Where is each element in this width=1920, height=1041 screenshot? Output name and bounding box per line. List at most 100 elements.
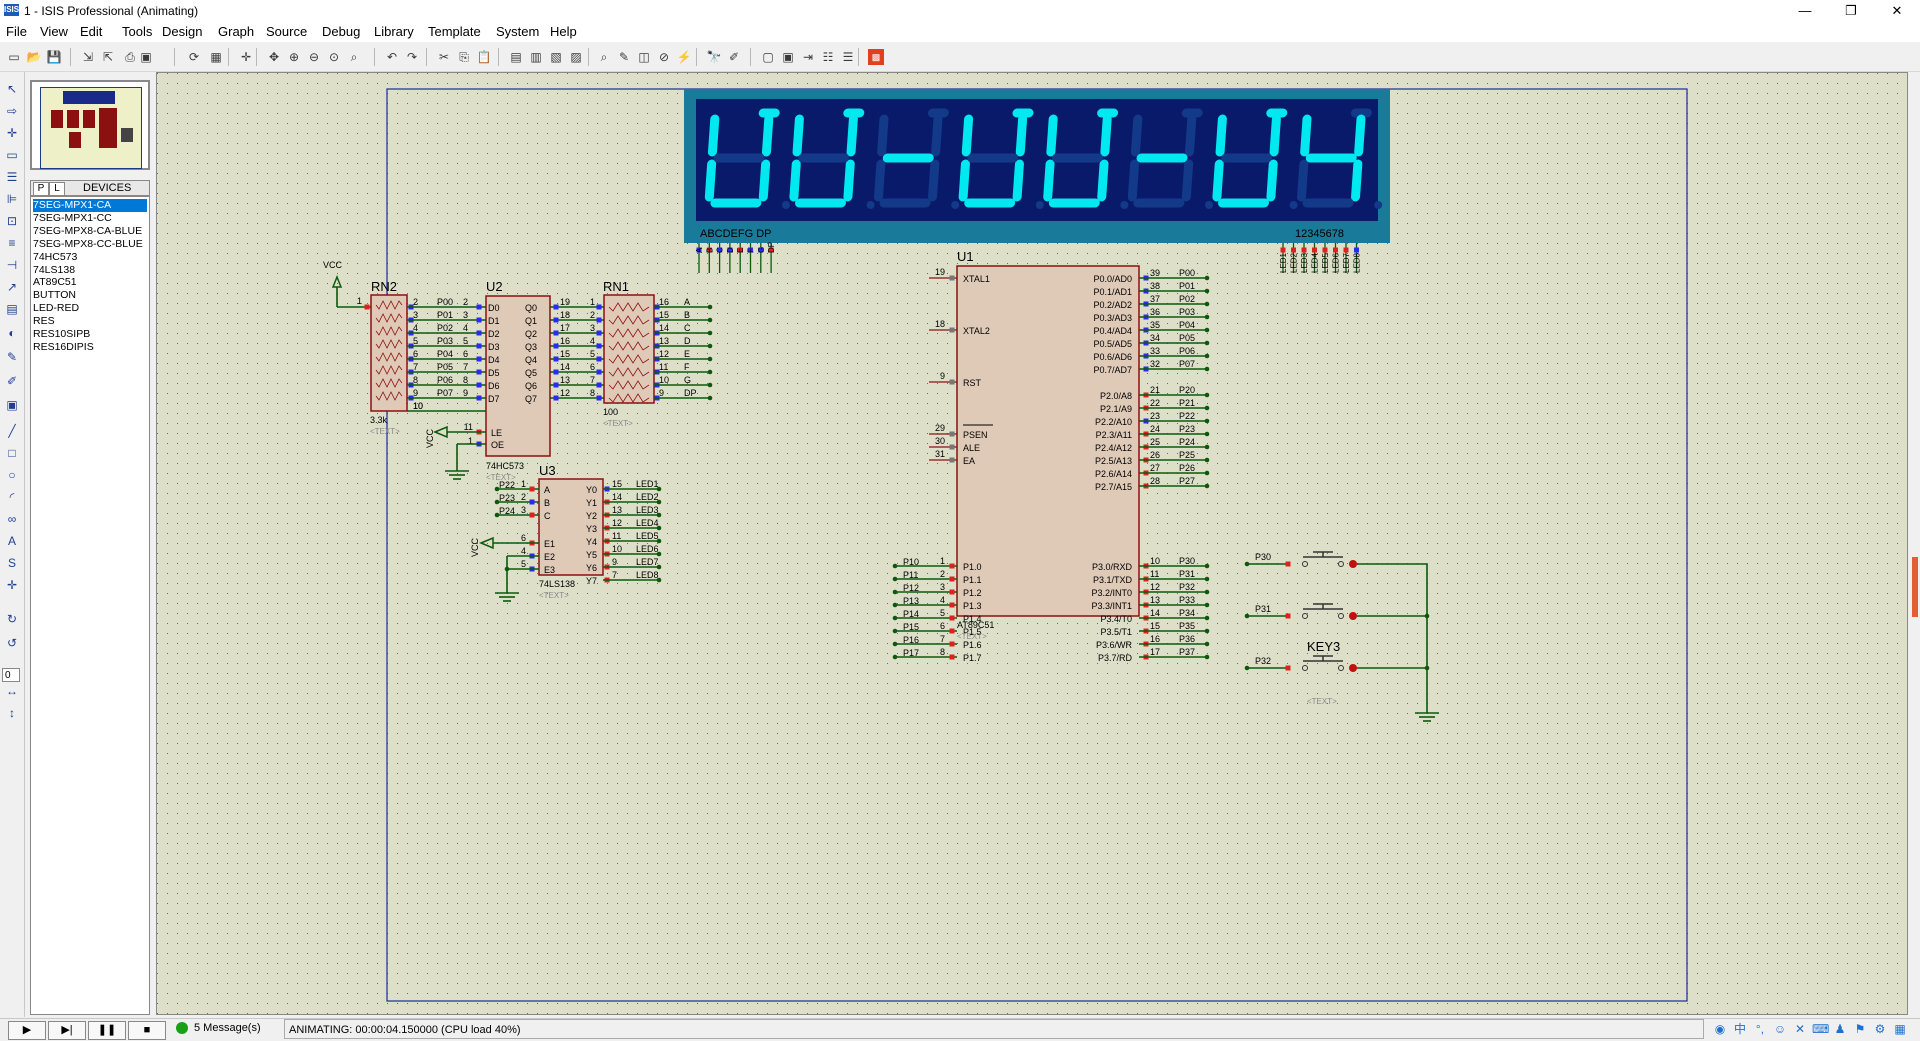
generator-icon[interactable]: ◐	[8, 326, 16, 340]
message-count[interactable]: 5 Message(s)	[176, 1022, 261, 1035]
subcircuit-icon[interactable]: ⊡	[6, 214, 18, 228]
menu-tools[interactable]: Tools	[122, 24, 153, 39]
terminal-icon[interactable]: ≡	[8, 236, 16, 250]
pan-icon[interactable]: ✥	[268, 50, 280, 64]
path-icon[interactable]: ∞	[7, 512, 17, 526]
new-file-icon[interactable]: ▭	[8, 50, 20, 64]
mirror-x-icon[interactable]: ↔	[6, 684, 18, 698]
print-icon[interactable]: ⎙	[125, 50, 135, 64]
cut-icon[interactable]: ✂	[438, 50, 450, 64]
tray-tools-icon[interactable]: ✕	[1794, 1022, 1806, 1036]
block-delete-icon[interactable]: ▨	[570, 50, 582, 64]
menu-view[interactable]: View	[40, 24, 68, 39]
wire-label-icon[interactable]: ▭	[6, 148, 18, 162]
box-icon[interactable]: □	[8, 446, 16, 460]
stop-button[interactable]: ■	[128, 1021, 166, 1040]
device-item[interactable]: RES10SIPB	[33, 328, 91, 340]
device-item[interactable]: LED-RED	[33, 302, 80, 315]
menu-edit[interactable]: Edit	[80, 24, 103, 39]
device-item[interactable]: 7SEG-MPX8-CA-BLUE	[33, 224, 143, 237]
device-item[interactable]: AT89C51	[33, 276, 77, 289]
zoom-all-icon[interactable]: ⊙	[328, 50, 340, 64]
marker-icon[interactable]: ✛	[6, 578, 18, 592]
save-icon[interactable]: 💾	[46, 50, 62, 64]
tray-grid-icon[interactable]: ▦	[1894, 1022, 1906, 1036]
area-icon[interactable]: ▣	[140, 50, 152, 64]
junction-mode-icon[interactable]: ✛	[6, 126, 18, 140]
device-pin-icon[interactable]: ⊣	[6, 258, 18, 272]
package-icon[interactable]: ◫	[638, 50, 650, 64]
menu-source[interactable]: Source	[266, 24, 308, 39]
paste-icon[interactable]: 📋	[476, 50, 492, 64]
voltage-probe-icon[interactable]: ✎	[6, 350, 18, 364]
import-icon[interactable]: ⇲	[82, 50, 94, 64]
undo-icon[interactable]: ↶	[386, 50, 398, 64]
device-item[interactable]: 7SEG-MPX8-CC-BLUE	[33, 237, 143, 250]
menu-design[interactable]: Design	[162, 24, 203, 39]
menu-template[interactable]: Template	[428, 24, 481, 39]
remove-sheet-icon[interactable]: ▣	[782, 50, 794, 64]
device-item[interactable]: RES16DIPIS	[33, 340, 94, 353]
restore-button[interactable]: ❐	[1845, 3, 1857, 18]
tray-emoji-icon[interactable]: ☺	[1773, 1022, 1787, 1036]
ares-icon[interactable]: ▩	[868, 49, 884, 65]
bus-mode-icon[interactable]: ⊫	[6, 192, 18, 206]
current-probe-icon[interactable]: ✐	[6, 374, 18, 388]
search-icon[interactable]: 🔭	[706, 50, 722, 64]
text-icon[interactable]: A	[7, 534, 16, 548]
origin-icon[interactable]: ✛	[240, 50, 252, 64]
redo-icon[interactable]: ↷	[406, 50, 418, 64]
vertical-scrollbar[interactable]	[1910, 72, 1920, 1015]
copy-icon[interactable]: ⎘	[459, 50, 469, 64]
minimize-button[interactable]: —	[1798, 3, 1812, 18]
overview-window[interactable]	[30, 80, 150, 170]
selection-mode-icon[interactable]: ↖	[6, 82, 18, 96]
symbol-icon[interactable]: S	[7, 556, 16, 570]
block-rotate-icon[interactable]: ▧	[550, 50, 562, 64]
property-tool-icon[interactable]: ✐	[728, 50, 740, 64]
make-device-icon[interactable]: ✎	[618, 50, 630, 64]
rn2-body[interactable]	[370, 294, 408, 412]
netlist-icon[interactable]: ☰	[842, 50, 854, 64]
pick-device-icon[interactable]: ⌕	[600, 50, 608, 64]
tray-punct-icon[interactable]: °,	[1755, 1022, 1765, 1036]
menu-file[interactable]: File	[6, 24, 27, 39]
menu-help[interactable]: Help	[550, 24, 577, 39]
device-item[interactable]: 74LS138	[33, 263, 76, 276]
tray-shirt-icon[interactable]: ⚑	[1854, 1022, 1866, 1036]
tape-recorder-icon[interactable]: ▤	[6, 302, 18, 316]
graph-mode-icon[interactable]: ↗	[6, 280, 18, 294]
device-item[interactable]: 74HC573	[33, 250, 78, 263]
refresh-icon[interactable]: ⟳	[188, 50, 200, 64]
device-item[interactable]: 7SEG-MPX1-CA	[33, 199, 147, 212]
block-copy-icon[interactable]: ▤	[510, 50, 522, 64]
close-button[interactable]: ✕	[1891, 3, 1903, 18]
menu-graph[interactable]: Graph	[218, 24, 255, 39]
rotate-cw-icon[interactable]: ↻	[6, 612, 18, 626]
scroll-thumb[interactable]	[1912, 557, 1918, 617]
menu-debug[interactable]: Debug	[322, 24, 361, 39]
tray-settings-icon[interactable]: ⚙	[1874, 1022, 1886, 1036]
u3-body[interactable]	[538, 478, 604, 576]
block-move-icon[interactable]: ▥	[530, 50, 542, 64]
rotate-ccw-icon[interactable]: ↺	[6, 636, 18, 650]
decompose-icon[interactable]: ⊘	[658, 50, 670, 64]
zoom-area-icon[interactable]: ⌕	[350, 50, 358, 64]
menu-system[interactable]: System	[496, 24, 540, 39]
mirror-y-icon[interactable]: ↕	[9, 706, 15, 720]
tray-ime-icon[interactable]: 中	[1733, 1022, 1746, 1036]
step-button[interactable]: ▶|	[48, 1021, 86, 1040]
wire-autoroute-icon[interactable]: ⚡	[676, 50, 692, 64]
virtual-instrument-icon[interactable]: ▣	[6, 398, 18, 412]
line-icon[interactable]: ╱	[8, 424, 16, 438]
zoom-out-icon[interactable]: ⊖	[308, 50, 320, 64]
arc-icon[interactable]: ◜	[9, 490, 15, 504]
open-file-icon[interactable]: 📂	[26, 50, 42, 64]
component-mode-icon[interactable]: ⇨	[6, 104, 18, 118]
library-manager-button[interactable]: L	[49, 182, 65, 196]
bom-icon[interactable]: ☷	[822, 50, 834, 64]
text-script-icon[interactable]: ☰	[6, 170, 18, 184]
tray-app-icon[interactable]: ◉	[1714, 1022, 1726, 1036]
